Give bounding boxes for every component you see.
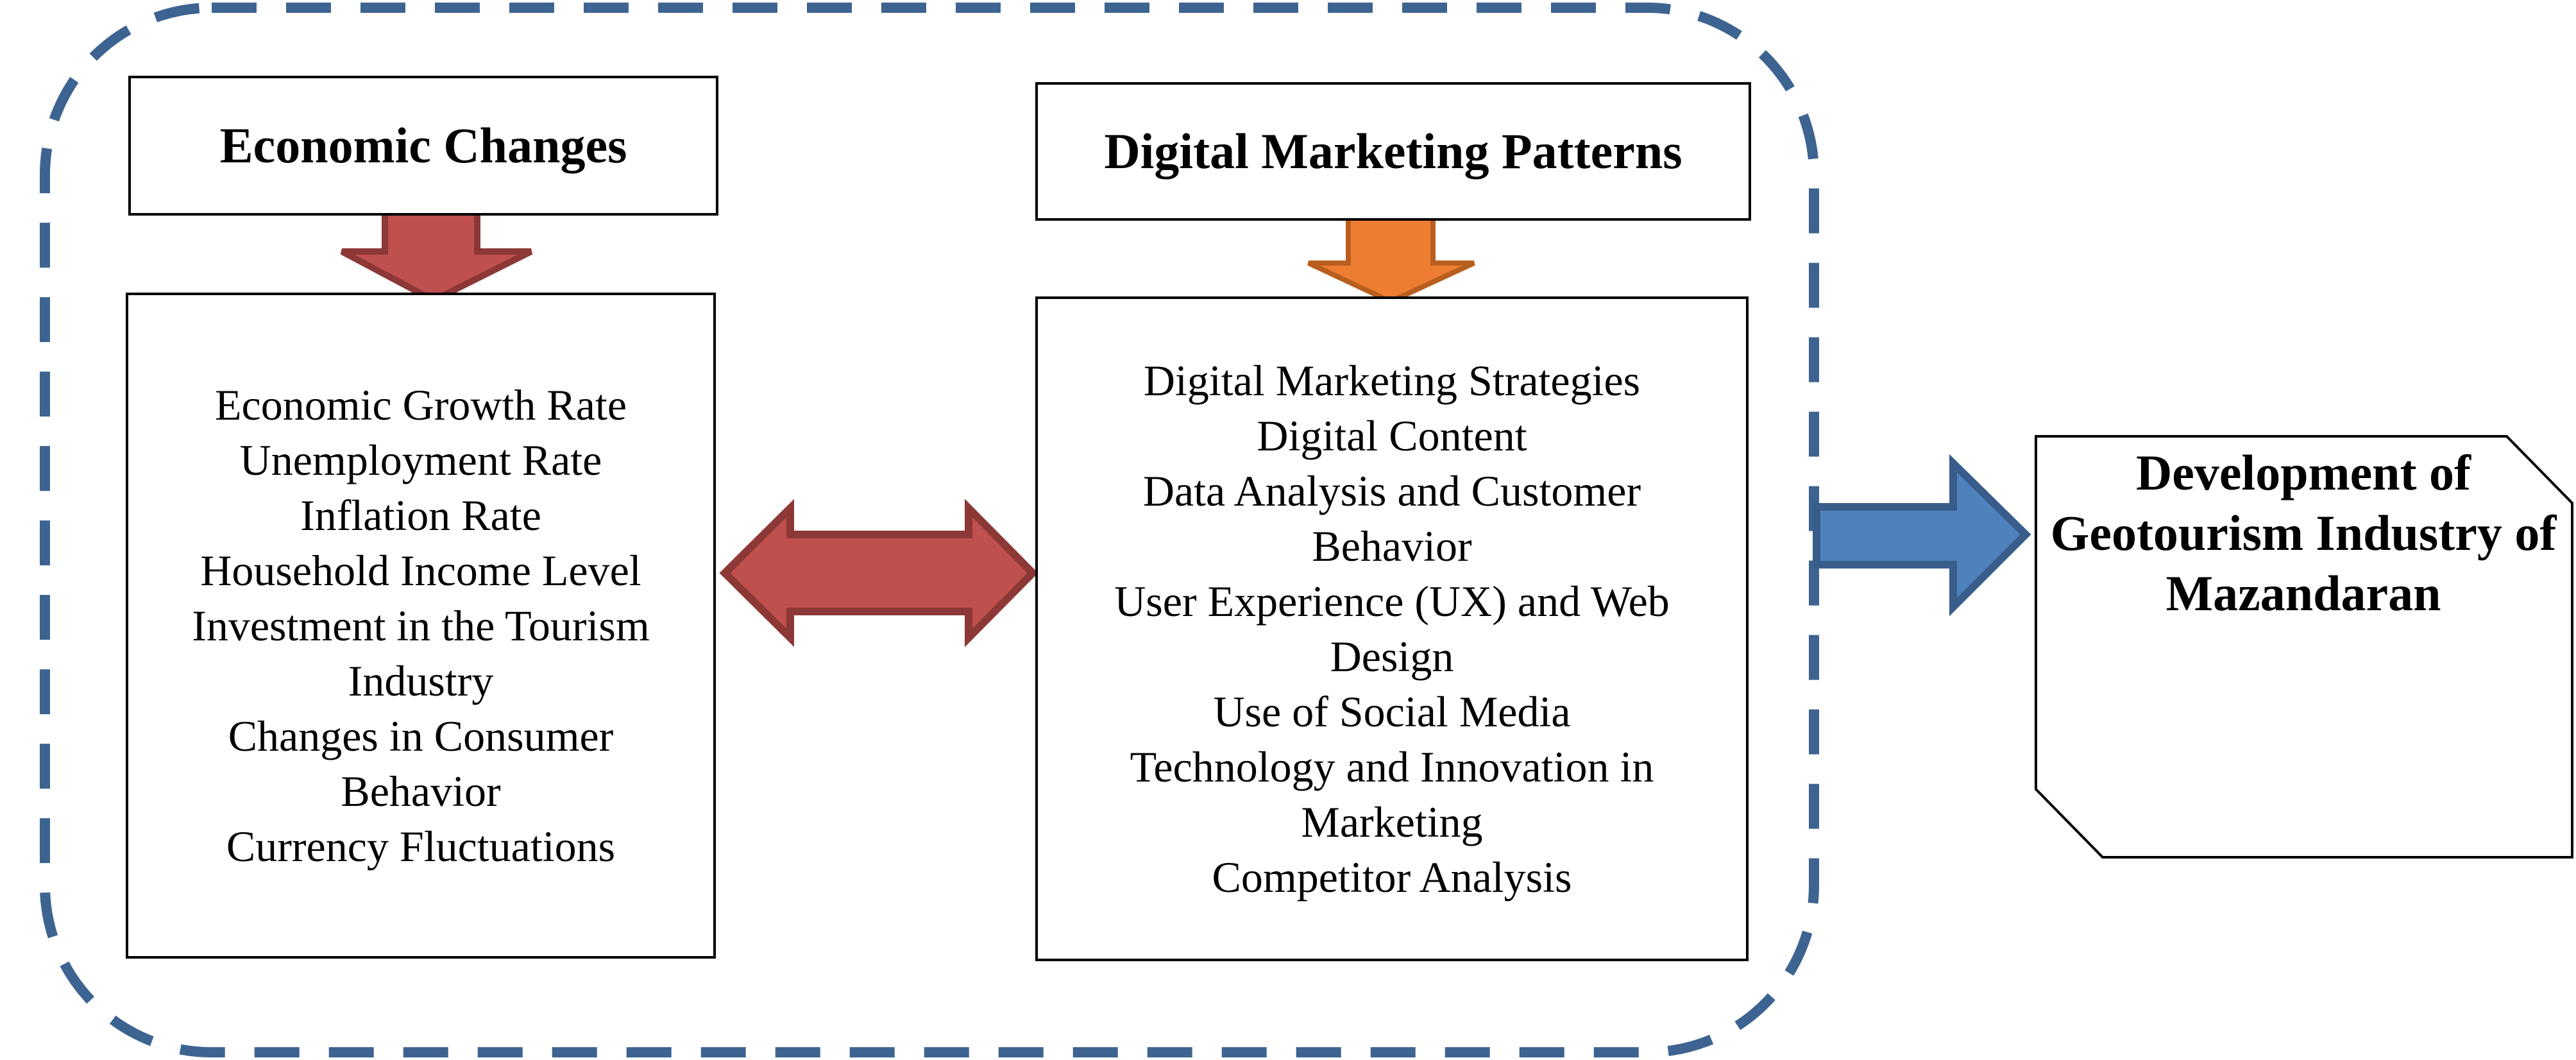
list-item: Currency Fluctuations [226,822,616,871]
list-item: Household Income Level [200,546,641,595]
economic-changes-list: Economic Growth Rate Unemployment Rate I… [126,293,716,959]
bidirectional-arrow [719,499,1038,647]
list-item: Data Analysis and Customer Behavior [1142,466,1641,570]
list-item: Technology and Innovation in Marketing [1130,742,1654,846]
outcome-title: Development of Geotourism Industry of Ma… [2050,445,2557,621]
economic-changes-title-box: Economic Changes [128,76,718,216]
economic-changes-title: Economic Changes [219,117,627,173]
digital-down-arrow [1307,216,1475,305]
economic-down-arrow [340,209,533,304]
list-item: Unemployment Rate [239,436,602,484]
digital-marketing-list: Digital Marketing Strategies Digital Con… [1035,296,1749,961]
list-item: Inflation Rate [300,491,541,540]
list-item: Investment in the Tourism Industry [192,601,650,705]
digital-marketing-title: Digital Marketing Patterns [1104,123,1682,179]
list-item: Economic Growth Rate [214,380,627,429]
outcome-shape [2035,435,2573,859]
list-item: Use of Social Media [1213,687,1571,736]
list-item: Changes in Consumer Behavior [228,712,614,816]
list-item: User Experience (UX) and Web Design [1114,577,1670,681]
outcome-right-arrow [1813,454,2031,617]
list-item: Digital Marketing Strategies [1143,356,1641,405]
list-item: Competitor Analysis [1212,853,1572,902]
list-item: Digital Content [1257,411,1527,460]
digital-marketing-title-box: Digital Marketing Patterns [1035,82,1751,221]
